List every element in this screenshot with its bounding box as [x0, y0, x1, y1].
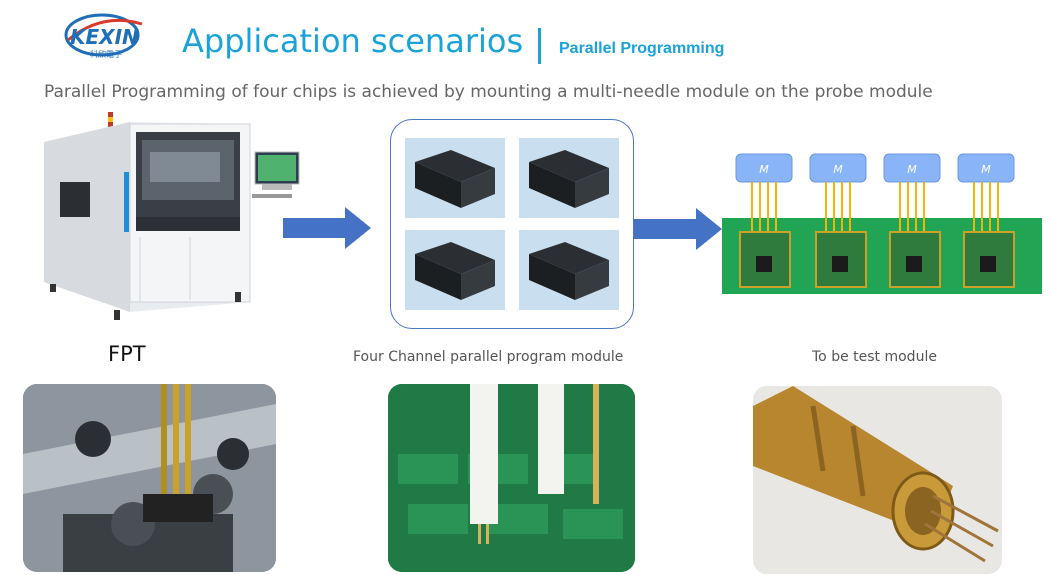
- title-divider: [538, 28, 541, 64]
- page-title: Application scenarios: [182, 22, 524, 60]
- probe-label: M: [907, 163, 917, 176]
- photo-probe-fixture: [23, 384, 276, 572]
- flow-arrow-2: [634, 208, 722, 250]
- programmer-device-2: [519, 138, 619, 218]
- logo-text: KEXIN: [70, 25, 139, 49]
- probe-label: M: [981, 163, 991, 176]
- probe-label: M: [759, 163, 769, 176]
- fpt-caption: FPT: [108, 342, 146, 366]
- probe-unit-4: M: [957, 153, 1015, 288]
- probe-unit-2: M: [809, 153, 867, 288]
- programmer-device-4: [519, 230, 619, 310]
- flow-arrow-1: [283, 207, 371, 249]
- probe-unit-1: M: [735, 153, 793, 288]
- photo-pcb-probing: [388, 384, 635, 572]
- test-module-caption: To be test module: [812, 349, 937, 365]
- logo-subtext: 科欣電子: [90, 49, 122, 59]
- page-subtitle: Parallel Programming: [559, 40, 725, 57]
- probe-pcb-diagram: M M M: [722, 152, 1042, 297]
- four-channel-module-panel: [390, 119, 634, 329]
- fpt-machine-image: [40, 112, 305, 327]
- page-description: Parallel Programming of four chips is ac…: [44, 82, 933, 102]
- kexin-logo: KEXIN 科欣電子: [62, 10, 148, 60]
- programmer-device-1: [405, 138, 505, 218]
- photo-probe-needles: [753, 386, 1002, 574]
- programmer-device-3: [405, 230, 505, 310]
- module-caption: Four Channel parallel program module: [353, 349, 624, 365]
- probe-label: M: [833, 163, 843, 176]
- probe-unit-3: M: [883, 153, 941, 288]
